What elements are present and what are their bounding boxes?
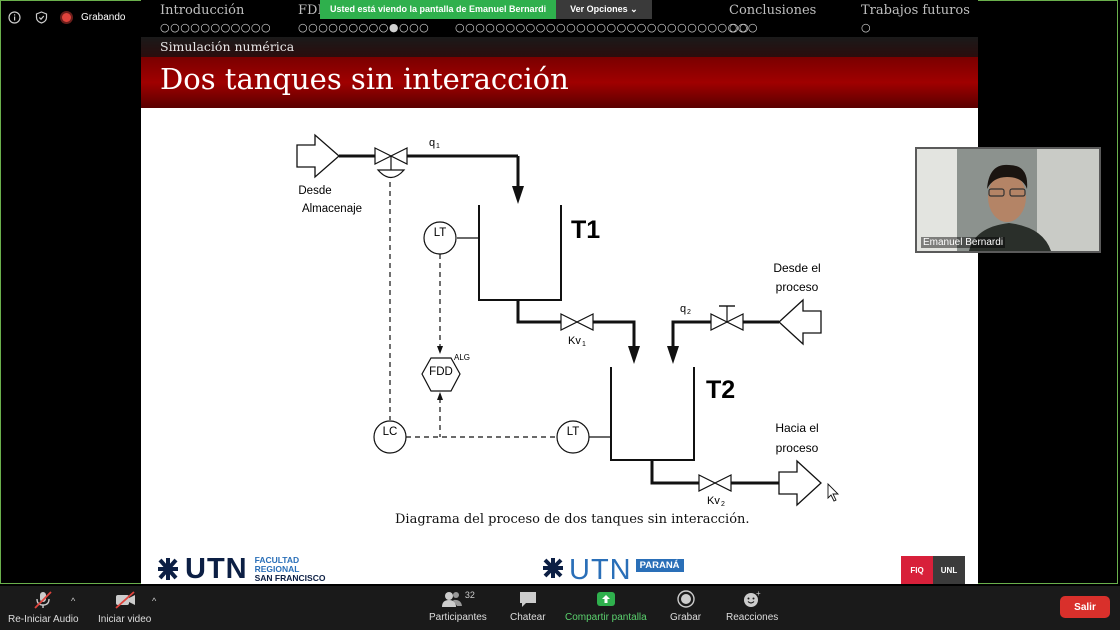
- participant-video: [917, 149, 1099, 251]
- emoji-reaction-icon: +: [744, 590, 761, 607]
- video-button[interactable]: Iniciar video: [98, 590, 151, 625]
- svg-text:+: +: [756, 590, 761, 598]
- process-diagram: Desde Almacenaje q 1 T1 LT FDD ALG LC: [296, 133, 840, 508]
- kv2-subscript: 2: [721, 501, 725, 508]
- to-process-line2: proceso: [776, 441, 819, 455]
- kv1-valve: [560, 313, 579, 331]
- webcam-thumbnail[interactable]: Emanuel Bernardi: [915, 147, 1101, 253]
- subtitle-bar: [141, 37, 978, 57]
- fdd-block: [421, 357, 461, 392]
- security-shield-icon[interactable]: [35, 10, 48, 24]
- title-bar: [141, 57, 978, 108]
- share-screen-icon: [596, 592, 615, 606]
- meeting-status-bar: Grabando: [0, 0, 168, 34]
- kv2-label: Kv: [707, 495, 720, 507]
- q2-subscript: 2: [687, 309, 691, 316]
- chevron-down-icon: ⌄: [630, 4, 638, 14]
- control-valve-2: [710, 313, 729, 331]
- to-process-line1: Hacia el: [775, 421, 818, 435]
- nav-dots-section-3[interactable]: ○○○○○○○○○○○○○○○○○○○○○○○○○○○○○○: [455, 21, 758, 34]
- q1-subscript: 1: [436, 143, 440, 150]
- fiq-unl-logo: FIQ UNL: [901, 556, 965, 584]
- inlet-label-line2: Almacenaje: [302, 203, 362, 215]
- to-process-arrow: [778, 459, 822, 507]
- lt-1-label: LT: [434, 227, 447, 239]
- nav-dots-fdd[interactable]: ○○○○○○○○○●○○○: [298, 21, 430, 34]
- utn-san-francisco-logo: UTN FACULTAD REGIONAL SAN FRANCISCO: [155, 555, 325, 584]
- audio-options-chevron-icon[interactable]: ^: [71, 596, 76, 606]
- nav-dots-intro[interactable]: ○○○○○○○○○○○: [160, 21, 272, 34]
- feed-arrowhead: [512, 186, 524, 204]
- participants-button[interactable]: 32 Participantes: [429, 590, 487, 623]
- participants-icon: [441, 592, 462, 607]
- share-screen-button[interactable]: Compartir pantalla: [565, 590, 647, 623]
- q2-label: q: [680, 303, 686, 315]
- reactions-button[interactable]: + Reacciones: [726, 590, 779, 623]
- diagram-caption: Diagrama del proceso de dos tanques sin …: [395, 512, 750, 527]
- nav-section-future-work[interactable]: Trabajos futuros: [861, 3, 970, 18]
- screen-share-banner: Usted está viendo la pantalla de Emanuel…: [320, 0, 652, 19]
- tank-1: [478, 205, 562, 301]
- from-process-arrow: [778, 298, 822, 346]
- video-options-chevron-icon[interactable]: ^: [152, 596, 157, 606]
- fdd-label: FDD: [429, 366, 453, 378]
- microphone-muted-icon: [34, 591, 52, 609]
- leave-button[interactable]: Salir: [1060, 596, 1110, 618]
- kv1-subscript: 1: [582, 341, 586, 348]
- utn-parana-logo: UTN PARANÁ: [541, 556, 684, 584]
- inlet-arrow: [296, 133, 340, 179]
- tank-2: [610, 367, 695, 461]
- mouse-cursor-icon: [827, 482, 840, 502]
- chat-button[interactable]: Chatear: [510, 590, 546, 623]
- info-icon[interactable]: [8, 10, 21, 24]
- nav-section-conclusions[interactable]: Conclusiones: [729, 3, 817, 18]
- kv2-valve: [698, 474, 717, 492]
- recording-label: Grabando: [81, 11, 126, 23]
- audio-button[interactable]: Re-Iniciar Audio: [8, 590, 79, 625]
- record-icon: [676, 590, 695, 608]
- camera-off-icon: [115, 591, 135, 609]
- inlet-label-line1: Desde: [298, 185, 331, 197]
- meeting-toolbar: Re-Iniciar Audio ^ Iniciar video ^ 32 Pa…: [0, 586, 1120, 630]
- nav-section-intro[interactable]: Introducción: [160, 3, 245, 18]
- nav-dots-future-work[interactable]: ○: [861, 21, 872, 34]
- nav-dots-conclusions[interactable]: ○○: [729, 21, 750, 34]
- slide-title: Dos tanques sin interacción: [160, 62, 569, 96]
- record-button[interactable]: Grabar: [670, 590, 701, 623]
- view-options-button[interactable]: Ver Opciones ⌄: [556, 0, 652, 19]
- lc-label: LC: [383, 426, 398, 438]
- share-banner-text: Usted está viendo la pantalla de Emanuel…: [320, 0, 557, 19]
- tank-2-label: T2: [706, 376, 735, 404]
- presentation-slide: Introducción ○○○○○○○○○○○ FDD ○○○○○○○○○●○…: [141, 0, 978, 584]
- kv1-label: Kv: [568, 335, 581, 347]
- control-valve-1: [374, 147, 393, 165]
- alg-label: ALG: [454, 353, 470, 362]
- tank-1-label: T1: [571, 216, 600, 244]
- recording-icon: [62, 12, 71, 22]
- participants-count: 32: [464, 590, 475, 600]
- slide-navigation: Introducción ○○○○○○○○○○○ FDD ○○○○○○○○○●○…: [141, 0, 978, 37]
- utn-emblem-icon: [543, 558, 563, 578]
- lt-2-label: LT: [567, 426, 580, 438]
- chat-icon: [519, 592, 536, 607]
- participant-name: Emanuel Bernardi: [921, 237, 1006, 248]
- q1-label: q: [429, 137, 435, 149]
- utn-emblem-icon: [158, 558, 178, 580]
- from-process-line1: Desde el: [773, 261, 820, 275]
- slide-subtitle: Simulación numérica: [160, 39, 295, 54]
- from-process-line2: proceso: [776, 280, 819, 294]
